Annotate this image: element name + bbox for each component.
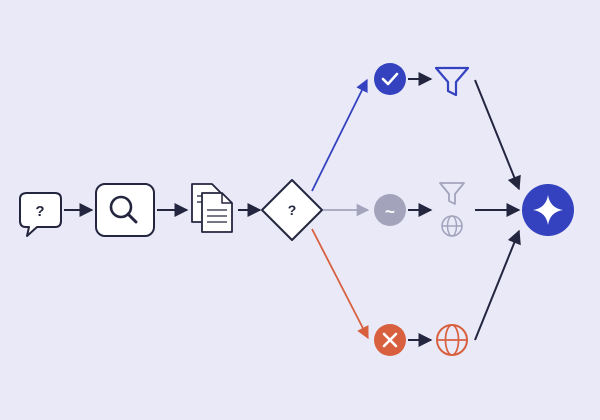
arrow-correct-to-output <box>474 79 521 191</box>
documents-icon <box>191 183 233 233</box>
decision-question-mark: ? <box>288 202 297 218</box>
globe-icon <box>441 215 463 237</box>
arrow-incorrect-to-output <box>474 229 521 341</box>
arrow-decision-to-correct <box>311 78 368 192</box>
filter-icon <box>434 66 470 97</box>
globe-icon <box>436 324 468 356</box>
tilde-symbol: ~ <box>385 202 395 221</box>
magnifier-icon <box>95 183 155 237</box>
x-circle-icon <box>374 324 406 356</box>
speech-bubble-question-icon: ? <box>19 192 62 237</box>
filter-icon <box>439 182 465 205</box>
check-circle-icon <box>374 63 406 95</box>
tilde-circle-icon: ~ <box>374 194 406 226</box>
arrow-decision-to-incorrect <box>311 228 369 340</box>
bubble-question-mark: ? <box>35 203 44 220</box>
decision-diamond-icon: ? <box>261 179 323 241</box>
sparkle-circle-icon <box>522 184 574 236</box>
